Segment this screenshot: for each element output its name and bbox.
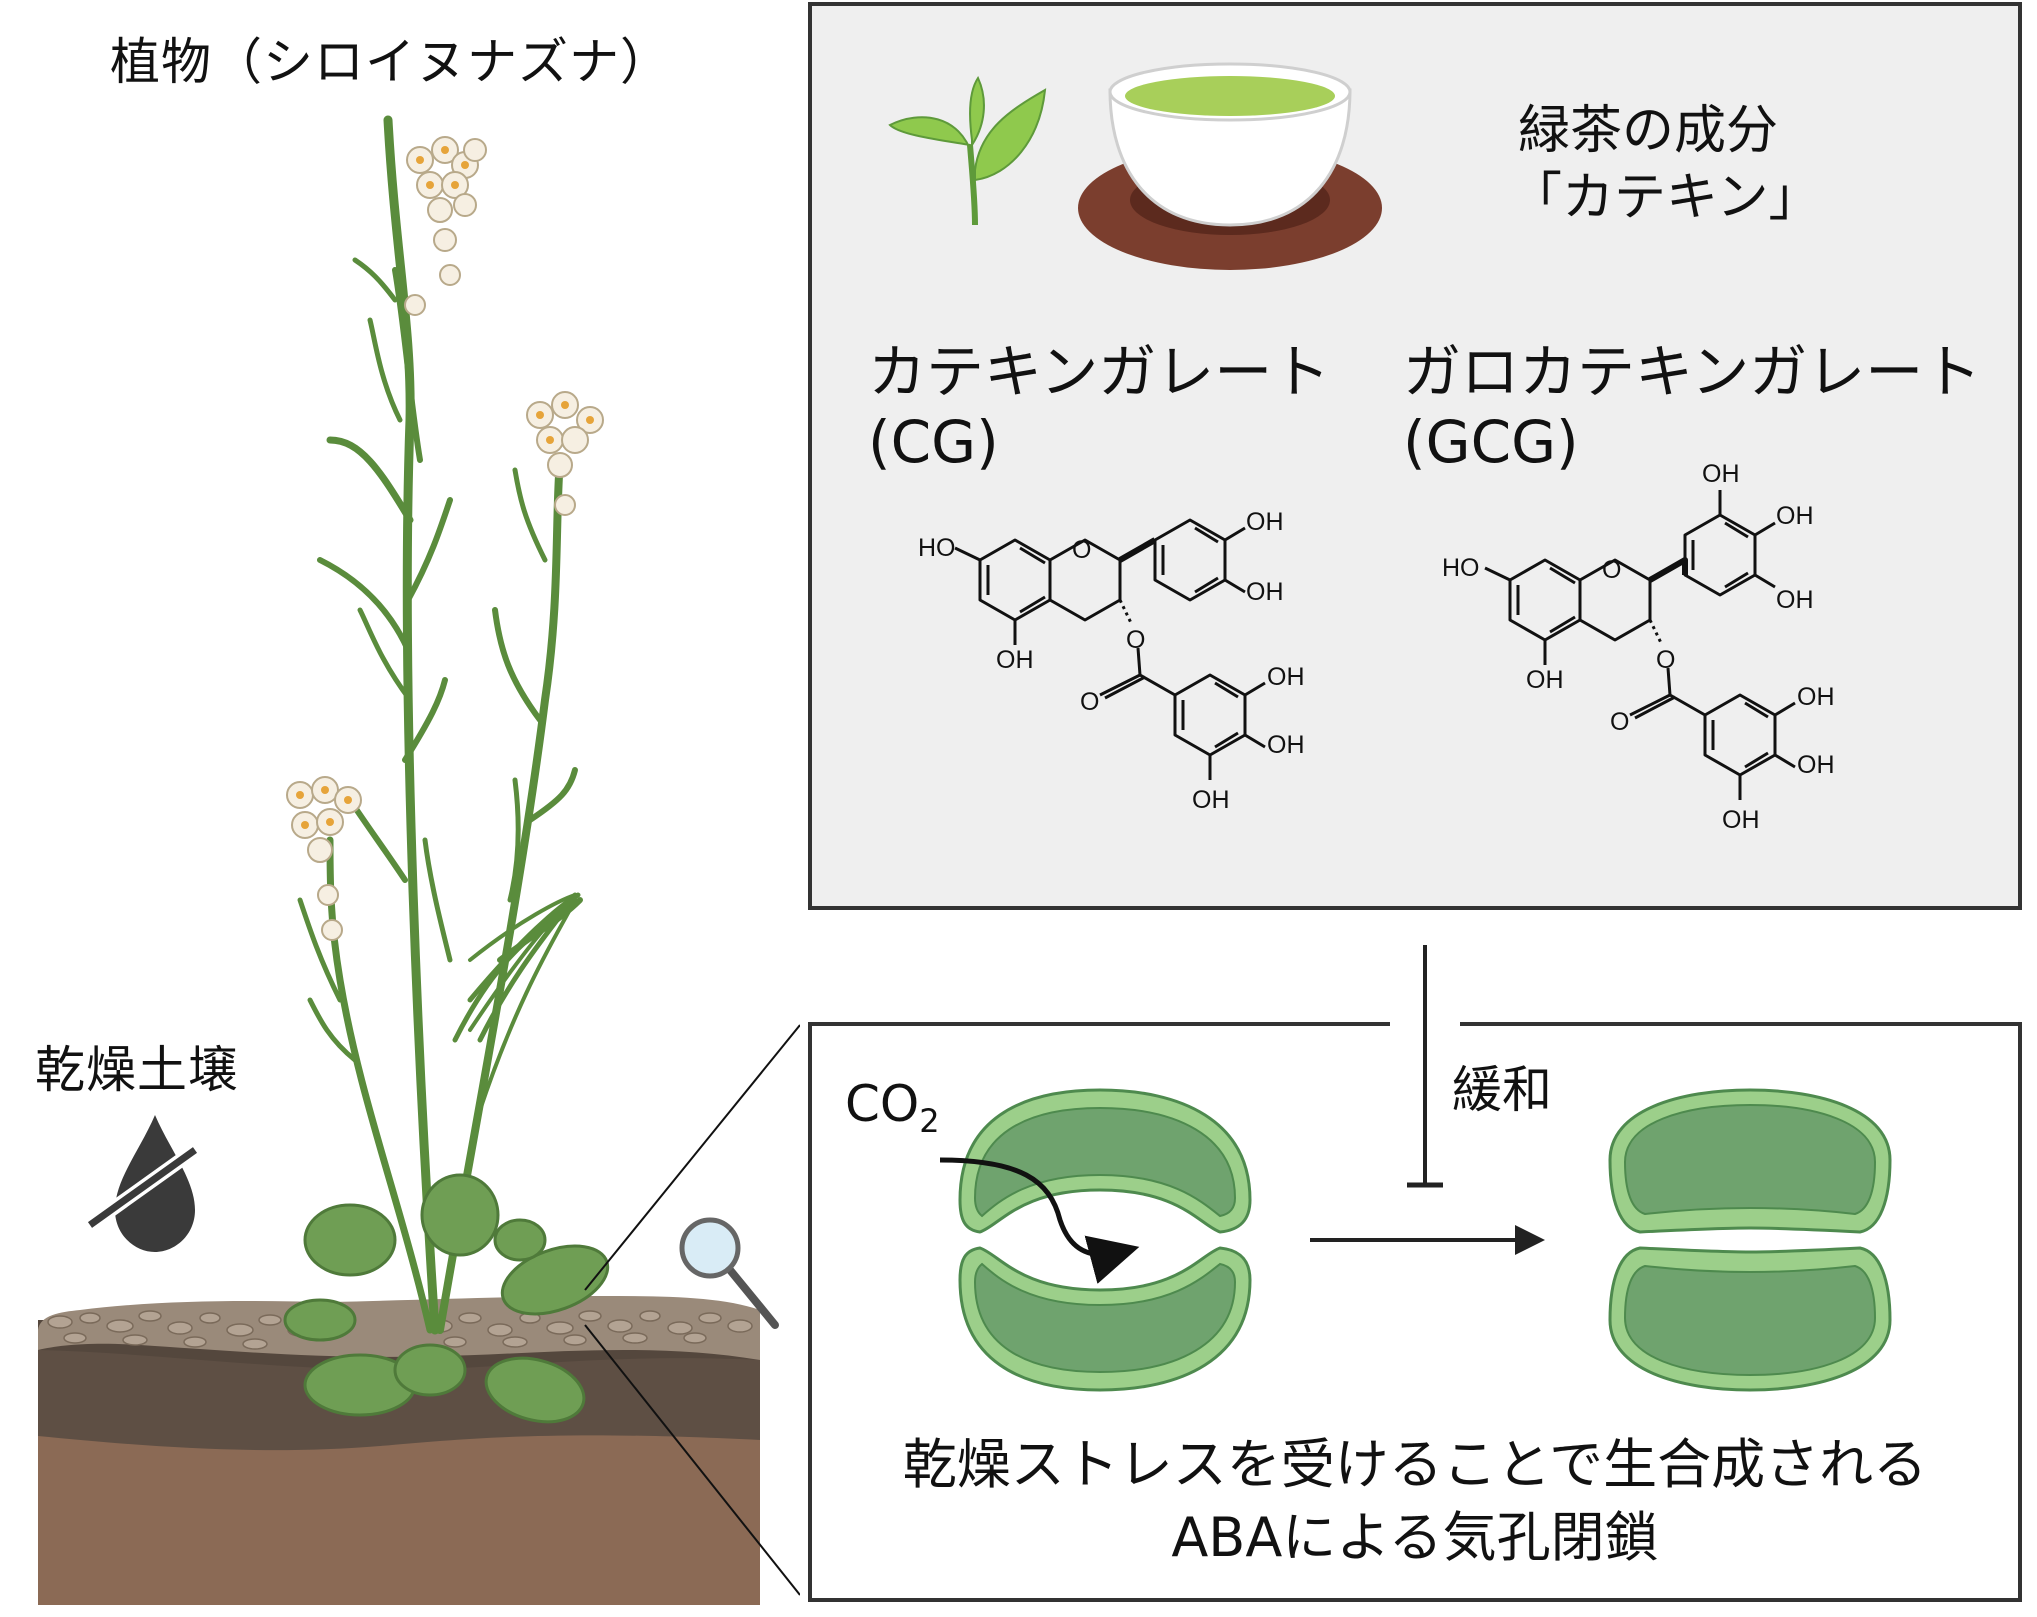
no-water-icon	[85, 1115, 200, 1252]
flower-clusters	[286, 136, 604, 941]
cg-oh-g2: OH	[1267, 731, 1305, 759]
cg-o-ester: O	[1126, 626, 1145, 654]
component-label-line2: 「カテキン」	[1510, 168, 1821, 228]
co2-subscript: 2	[919, 1102, 940, 1140]
cg-oh-top1: OH	[1246, 508, 1284, 536]
cg-oh-bottom: OH	[996, 646, 1034, 674]
gcg-oh-bottom: OH	[1526, 666, 1564, 694]
cg-oh-top2: OH	[1246, 578, 1284, 606]
gcg-oh-g2: OH	[1797, 751, 1835, 779]
cg-abbr: (CG)	[868, 408, 999, 476]
co2-arrow	[939, 1157, 1140, 1284]
gcg-o-ester: O	[1656, 646, 1675, 674]
gcg-oh-b1: OH	[1702, 460, 1740, 488]
closed-stoma	[1608, 1088, 1892, 1392]
gcg-o-carbonyl: O	[1610, 708, 1629, 736]
cg-o-carbonyl: O	[1080, 688, 1099, 716]
plant-illustration	[38, 115, 800, 1605]
gcg-o-ring: O	[1602, 556, 1621, 584]
gcg-oh-g3: OH	[1722, 806, 1760, 834]
cg-oh-g3: OH	[1192, 786, 1230, 814]
flower-cluster-right	[526, 391, 604, 516]
gcg-oh-b2: OH	[1776, 502, 1814, 530]
tea-leaf-icon	[888, 75, 1047, 226]
stomata-illustration	[939, 1088, 1892, 1392]
gcg-ho: HO	[1442, 554, 1480, 582]
tea-illustration	[888, 62, 1382, 270]
flower-cluster-top	[404, 136, 487, 316]
plant-label: 植物（シロイヌナズナ）	[110, 33, 671, 91]
cg-name: カテキンガレート	[868, 338, 1331, 406]
cg-ho: HO	[918, 534, 956, 562]
gcg-oh-b3: OH	[1776, 586, 1814, 614]
stomata-caption-line1: 乾燥ストレスを受けることで生合成される	[902, 1433, 1928, 1496]
cg-oh-g1: OH	[1267, 663, 1305, 691]
zoom-line-top	[584, 1024, 800, 1291]
plant-stems	[297, 115, 583, 1335]
closing-arrow	[1310, 1225, 1545, 1255]
soil-label: 乾燥土壌	[35, 1041, 239, 1099]
co2-main: CO	[845, 1075, 920, 1133]
gcg-name: ガロカテキンガレート	[1403, 338, 1982, 406]
gcg-oh-g1: OH	[1797, 683, 1835, 711]
soil-cross-section	[38, 1296, 760, 1605]
rosette-leaves	[283, 1173, 610, 1424]
co2-label: CO2	[845, 1075, 940, 1140]
open-stoma	[939, 1088, 1252, 1392]
zoom-line-bottom	[584, 1324, 800, 1596]
stomata-caption-line2: ABAによる気孔閉鎖	[1171, 1506, 1659, 1569]
magnifier-icon	[679, 1217, 779, 1329]
inhibit-label: 緩和	[1452, 1061, 1552, 1119]
component-label-line1: 緑茶の成分	[1518, 101, 1779, 161]
cg-structure: HO O OH OH OH O O OH OH OH	[918, 508, 1305, 814]
inhibition-arrow	[1407, 945, 1443, 1188]
teacup-icon	[1078, 62, 1382, 270]
gcg-abbr: (GCG)	[1403, 408, 1579, 476]
cg-o-ring: O	[1072, 536, 1091, 564]
gcg-structure: HO O OH OH OH OH O O OH OH OH	[1442, 460, 1835, 834]
soil-bottom-layer	[38, 1425, 760, 1605]
